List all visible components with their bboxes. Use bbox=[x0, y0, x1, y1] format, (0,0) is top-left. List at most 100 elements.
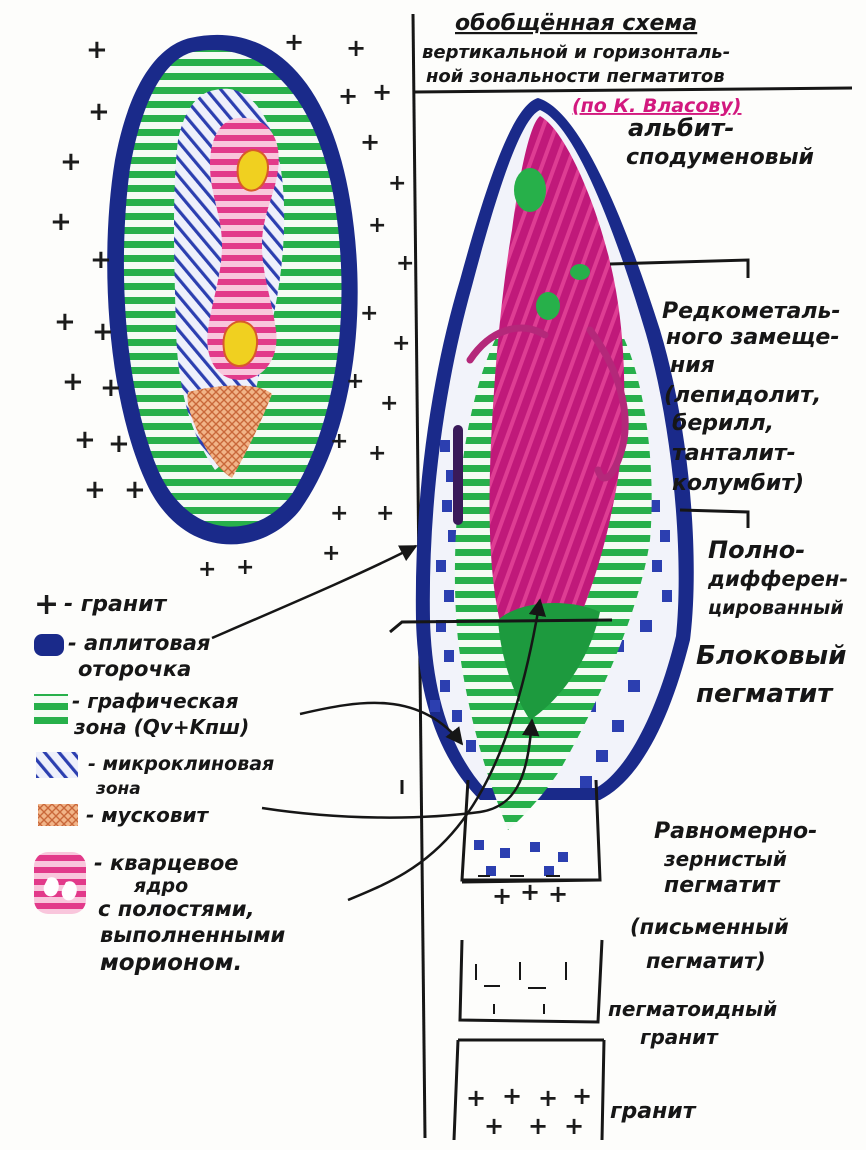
legend-label-quartz-core-5: морионом. bbox=[100, 950, 242, 976]
svg-text:+: + bbox=[484, 1112, 504, 1140]
label-rare-metal-2: ного замеще- bbox=[666, 325, 840, 350]
label-block-2: пегматит bbox=[696, 679, 834, 709]
legend-swatch-muscovite bbox=[38, 804, 78, 826]
label-block: Блоковый bbox=[696, 641, 846, 671]
svg-text:+: + bbox=[330, 429, 348, 454]
morion-cavity-upper bbox=[238, 150, 268, 191]
svg-text:+: + bbox=[380, 391, 398, 416]
svg-text:+: + bbox=[236, 555, 254, 580]
label-rare-metal: Редкометаль- bbox=[662, 299, 841, 324]
svg-text:+: + bbox=[520, 878, 540, 906]
legend: + - гранит - аплитовая оторочка - графич… bbox=[34, 587, 286, 976]
svg-text:+: + bbox=[62, 367, 84, 397]
svg-text:+: + bbox=[396, 251, 414, 276]
label-rare-metal-6: танталит- bbox=[672, 441, 796, 466]
svg-text:+: + bbox=[492, 882, 512, 910]
svg-text:+: + bbox=[124, 475, 146, 505]
svg-text:+: + bbox=[86, 35, 108, 65]
svg-text:+: + bbox=[376, 501, 394, 526]
pegmatoid-block bbox=[460, 940, 602, 1022]
svg-text:+: + bbox=[346, 34, 366, 62]
label-graphic-pegmatite: (письменный bbox=[630, 915, 789, 939]
label-differentiated-2: дифферен- bbox=[707, 567, 848, 591]
plan-view-body bbox=[107, 35, 357, 545]
svg-text:+: + bbox=[74, 425, 96, 455]
svg-text:+: + bbox=[338, 82, 358, 110]
label-pegmatoid-2: гранит bbox=[640, 1025, 719, 1049]
legend-label-quartz-core-4: выполненными bbox=[100, 923, 286, 947]
legend-label-granite: - гранит bbox=[64, 592, 167, 617]
svg-text:+: + bbox=[108, 429, 130, 459]
legend-swatch-microcline bbox=[36, 752, 78, 778]
label-albite-2: сподуменовый bbox=[626, 145, 814, 170]
legend-label-quartz-core-3: с полостями, bbox=[98, 897, 254, 921]
svg-text:+: + bbox=[284, 28, 304, 56]
svg-text:+: + bbox=[548, 880, 568, 908]
label-even-grained: Равномерно- bbox=[654, 819, 817, 844]
title-line-1: обобщённая схема bbox=[455, 11, 697, 36]
green-inclusion bbox=[514, 168, 546, 212]
svg-text:+: + bbox=[60, 147, 82, 177]
label-rare-metal-3: ния bbox=[670, 353, 715, 378]
svg-text:+: + bbox=[360, 128, 380, 156]
svg-text:+: + bbox=[360, 301, 378, 326]
label-even-grained-2: зернистый bbox=[663, 847, 787, 871]
svg-text:+: + bbox=[538, 1084, 558, 1112]
legend-swatch-granite: + bbox=[34, 587, 59, 622]
label-albite: альбит- bbox=[628, 114, 734, 142]
pegmatoid-marks bbox=[476, 962, 566, 1014]
legend-label-aplite-2: оторочка bbox=[78, 657, 191, 681]
legend-label-quartz-core: - кварцевое bbox=[94, 851, 239, 875]
label-rare-metal-5: берилл, bbox=[672, 411, 774, 436]
svg-text:+: + bbox=[564, 1112, 584, 1140]
legend-label-graphic: - графическая bbox=[72, 689, 239, 713]
header-rule bbox=[414, 88, 852, 92]
legend-label-aplite: - аплитовая bbox=[68, 631, 210, 655]
legend-label-muscovite: - мусковит bbox=[86, 803, 209, 827]
label-granite: гранит bbox=[610, 1099, 697, 1124]
legend-label-quartz-core-2: ядро bbox=[133, 875, 188, 897]
legend-label-microcline: - микроклиновая bbox=[88, 753, 274, 775]
svg-text:+: + bbox=[330, 501, 348, 526]
svg-text:+: + bbox=[100, 373, 122, 403]
morion-cavity-lower bbox=[224, 321, 258, 366]
svg-text:+: + bbox=[88, 97, 110, 127]
svg-text:+: + bbox=[466, 1084, 486, 1112]
svg-text:+: + bbox=[572, 1082, 592, 1110]
svg-text:+: + bbox=[368, 213, 386, 238]
legend-swatch-aplite bbox=[34, 634, 64, 656]
vertical-section-body: + + + + + + + + + + bbox=[416, 98, 694, 1140]
label-pegmatoid: пегматоидный bbox=[608, 997, 777, 1021]
svg-text:+: + bbox=[372, 78, 392, 106]
svg-text:+: + bbox=[90, 245, 112, 275]
svg-text:+: + bbox=[50, 207, 72, 237]
svg-text:+: + bbox=[502, 1082, 522, 1110]
svg-text:+: + bbox=[92, 317, 114, 347]
svg-text:+: + bbox=[388, 171, 406, 196]
label-differentiated: Полно- bbox=[708, 536, 805, 564]
label-differentiated-3: цированный bbox=[708, 597, 844, 619]
legend-label-microcline-2: зона bbox=[95, 779, 141, 799]
legend-label-graphic-2: зона (Qv+Kпш) bbox=[73, 715, 249, 739]
label-rare-metal-4: (лепидолит, bbox=[664, 383, 821, 408]
green-inclusion bbox=[536, 292, 560, 320]
svg-text:+: + bbox=[346, 369, 364, 394]
label-even-grained-3: пегматит bbox=[664, 873, 781, 898]
svg-text:+: + bbox=[198, 557, 216, 582]
green-inclusion bbox=[570, 264, 590, 280]
legend-swatch-quartz-core bbox=[34, 852, 86, 914]
legend-swatch-graphic bbox=[34, 694, 68, 724]
label-rare-metal-7: колумбит) bbox=[672, 471, 804, 496]
svg-text:+: + bbox=[84, 475, 106, 505]
svg-text:+: + bbox=[322, 541, 340, 566]
title-line-3: ной зональности пегматитов bbox=[426, 66, 725, 87]
diagram-title: обобщённая схема вертикальной и горизонт… bbox=[422, 11, 741, 117]
svg-text:+: + bbox=[54, 307, 76, 337]
svg-text:+: + bbox=[392, 331, 410, 356]
title-line-2: вертикальной и горизонталь- bbox=[422, 42, 730, 63]
svg-text:+: + bbox=[368, 441, 386, 466]
even-grained-zone-marks bbox=[474, 840, 568, 876]
label-graphic-pegmatite-2: пегматит) bbox=[646, 949, 766, 973]
